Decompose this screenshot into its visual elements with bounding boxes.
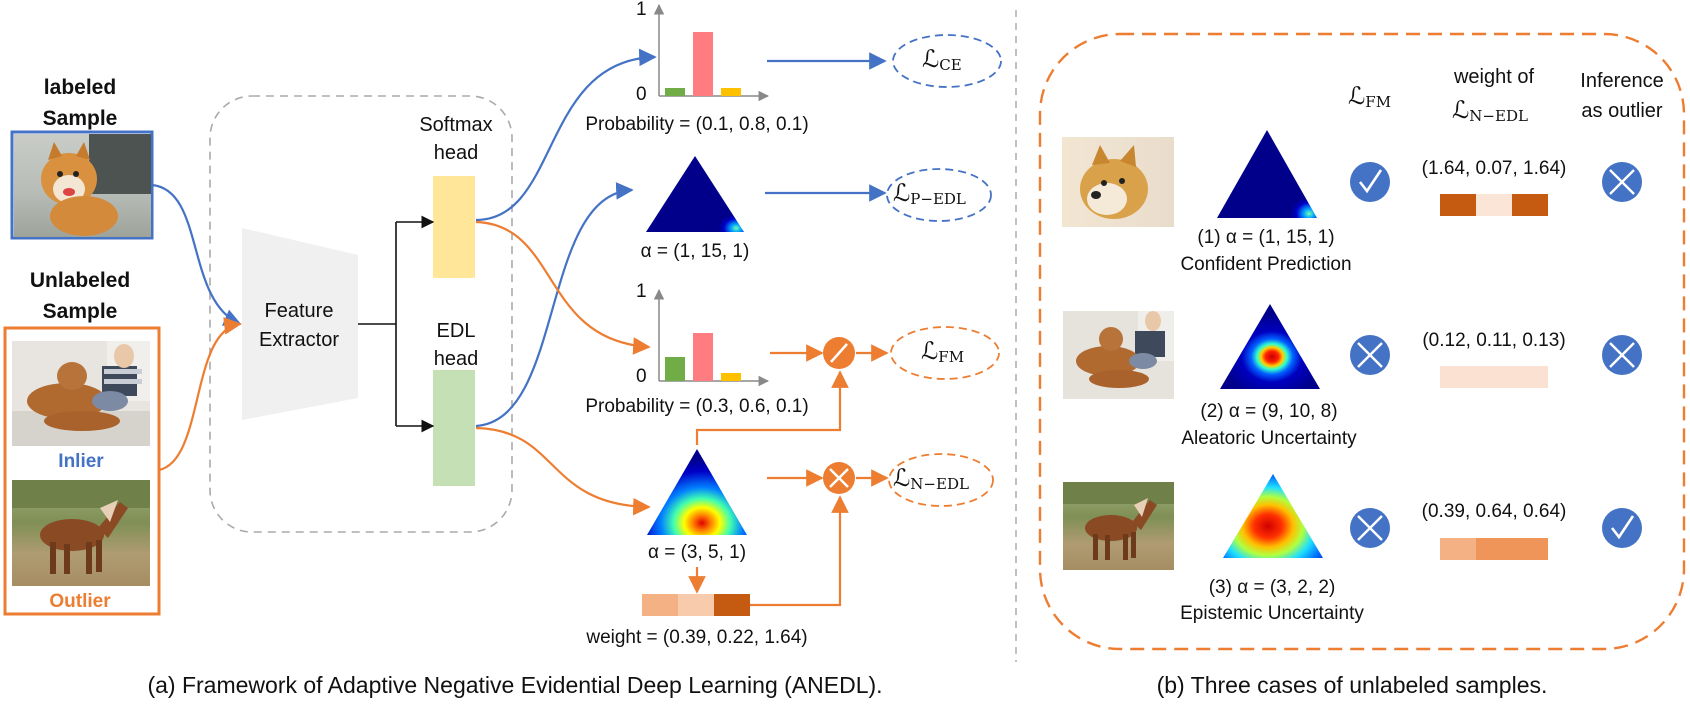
doge-photo xyxy=(1062,137,1174,227)
multiply-gate-icon xyxy=(823,462,855,494)
case3-inference-check-icon xyxy=(1602,508,1642,548)
case1-alpha: (1) α = (1, 15, 1) xyxy=(1197,227,1335,248)
softmax-head-block xyxy=(433,176,475,278)
alpha-2-label: α = (3, 5, 1) xyxy=(647,542,747,563)
prob2-bar-2 xyxy=(693,333,713,381)
case3-horse-photo xyxy=(1063,482,1174,570)
bar-chart-1-tick-0: 0 xyxy=(636,84,647,105)
loss-n-edl-ellipse xyxy=(888,453,994,507)
case1-inference-cross-icon xyxy=(1602,162,1642,202)
edl-to-alpha2-arrow xyxy=(475,426,651,516)
aleatoric-simplex xyxy=(1220,304,1320,389)
probability-2-label: Probability = (0.3, 0.6, 0.1) xyxy=(585,396,809,417)
probability-bar-chart-2 xyxy=(653,288,770,387)
case1-fm-check-icon xyxy=(1350,162,1390,202)
softmax-to-prob2-arrow xyxy=(475,220,651,355)
alpha-1-label: α = (1, 15, 1) xyxy=(640,241,750,262)
prob1-bar-2 xyxy=(693,32,713,96)
loss-p-edl-ellipse xyxy=(886,168,992,222)
case2-desc: Aleatoric Uncertainty xyxy=(1181,428,1357,449)
edl-head-block xyxy=(433,370,475,486)
labeled-sample-title: labeled Sample xyxy=(42,76,118,130)
case2-weights: (0.12, 0.11, 0.13) xyxy=(1422,330,1566,351)
prob1-bar-1 xyxy=(665,88,685,96)
weight-cell-2 xyxy=(678,594,714,616)
fm-gate-icon xyxy=(823,337,855,369)
col-weight-loss: ℒN−EDL xyxy=(1452,96,1528,125)
bar-chart-2-tick-0: 0 xyxy=(636,366,647,387)
softmax-to-prob1-arrow xyxy=(475,48,657,222)
col-weight-header: weight of xyxy=(1453,66,1535,88)
feature-extractor-label: Feature Extractor xyxy=(258,300,340,351)
unlabeled-sample-title: Unlabeled Sample xyxy=(29,269,131,323)
bar-chart-1-tick-1: 1 xyxy=(636,0,647,20)
alpha1-simplex xyxy=(646,156,744,232)
weight-label: weight = (0.39, 0.22, 1.64) xyxy=(586,627,808,648)
case1-desc: Confident Prediction xyxy=(1180,254,1352,275)
labeled-flow-arrow xyxy=(151,183,242,326)
alpha2-simplex xyxy=(647,449,747,535)
cases-panel xyxy=(1038,32,1686,651)
probability-1-label: Probability = (0.1, 0.8, 0.1) xyxy=(585,114,809,135)
shiba-photo xyxy=(14,134,151,237)
inlier-label: Inlier xyxy=(58,451,104,472)
case3-alpha: (3) α = (3, 2, 2) xyxy=(1208,577,1336,598)
case1-weight-bar xyxy=(1440,194,1548,216)
case1-weights: (1.64, 0.07, 1.64) xyxy=(1421,158,1567,179)
case3-weights: (0.39, 0.64, 0.64) xyxy=(1421,501,1567,522)
inlier-dog-photo xyxy=(12,341,150,446)
weight-to-nedl-gate-arrow xyxy=(750,495,849,607)
case2-dog-photo xyxy=(1063,311,1174,399)
outlier-label: Outlier xyxy=(49,591,111,612)
col-fm-header: ℒFM xyxy=(1348,82,1392,111)
loss-p-edl-label: ℒP−EDL xyxy=(893,179,966,208)
case3-fm-cross-icon xyxy=(1350,508,1390,548)
prob2-bar-3 xyxy=(721,373,741,381)
case2-alpha: (2) α = (9, 10, 8) xyxy=(1200,401,1338,422)
outlier-horse-photo xyxy=(12,480,150,586)
unlabeled-sample-frame xyxy=(3,326,161,616)
weight-cell-1 xyxy=(642,594,678,616)
case3-desc: Epistemic Uncertainty xyxy=(1180,603,1364,624)
loss-n-edl-label: ℒN−EDL xyxy=(893,464,969,493)
bar-chart-2-tick-1: 1 xyxy=(636,281,647,302)
loss-fm-ellipse xyxy=(890,326,1000,380)
probability-bar-chart-1 xyxy=(653,3,770,102)
prob2-bar-1 xyxy=(665,357,685,381)
weight-cell-3 xyxy=(714,594,750,616)
feature-extractor-shape xyxy=(242,228,358,420)
case2-weight-bar xyxy=(1440,366,1548,388)
case2-inference-cross-icon xyxy=(1602,335,1642,375)
loss-fm-label: ℒFM xyxy=(921,337,965,366)
col-inference-header: Inference as outlier xyxy=(1580,70,1664,122)
left-caption: (a) Framework of Adaptive Negative Evide… xyxy=(147,672,883,698)
confident-simplex xyxy=(1217,130,1317,218)
prob1-bar-3 xyxy=(721,88,741,96)
alpha2-to-fm-gate-arrow xyxy=(695,370,849,445)
weight-bar xyxy=(642,594,750,616)
right-caption: (b) Three cases of unlabeled samples. xyxy=(1156,672,1548,698)
case3-weight-bar xyxy=(1440,538,1548,560)
edl-head-label: EDL head xyxy=(433,320,479,370)
loss-ce-label: ℒCE xyxy=(922,45,962,74)
case2-fm-cross-icon xyxy=(1350,335,1390,375)
unlabeled-flow-arrow xyxy=(158,317,242,472)
edl-to-alpha1-arrow xyxy=(475,182,634,428)
loss-ce-ellipse xyxy=(892,34,1002,88)
softmax-head-label: Softmax head xyxy=(419,114,493,164)
epistemic-simplex xyxy=(1223,474,1323,558)
